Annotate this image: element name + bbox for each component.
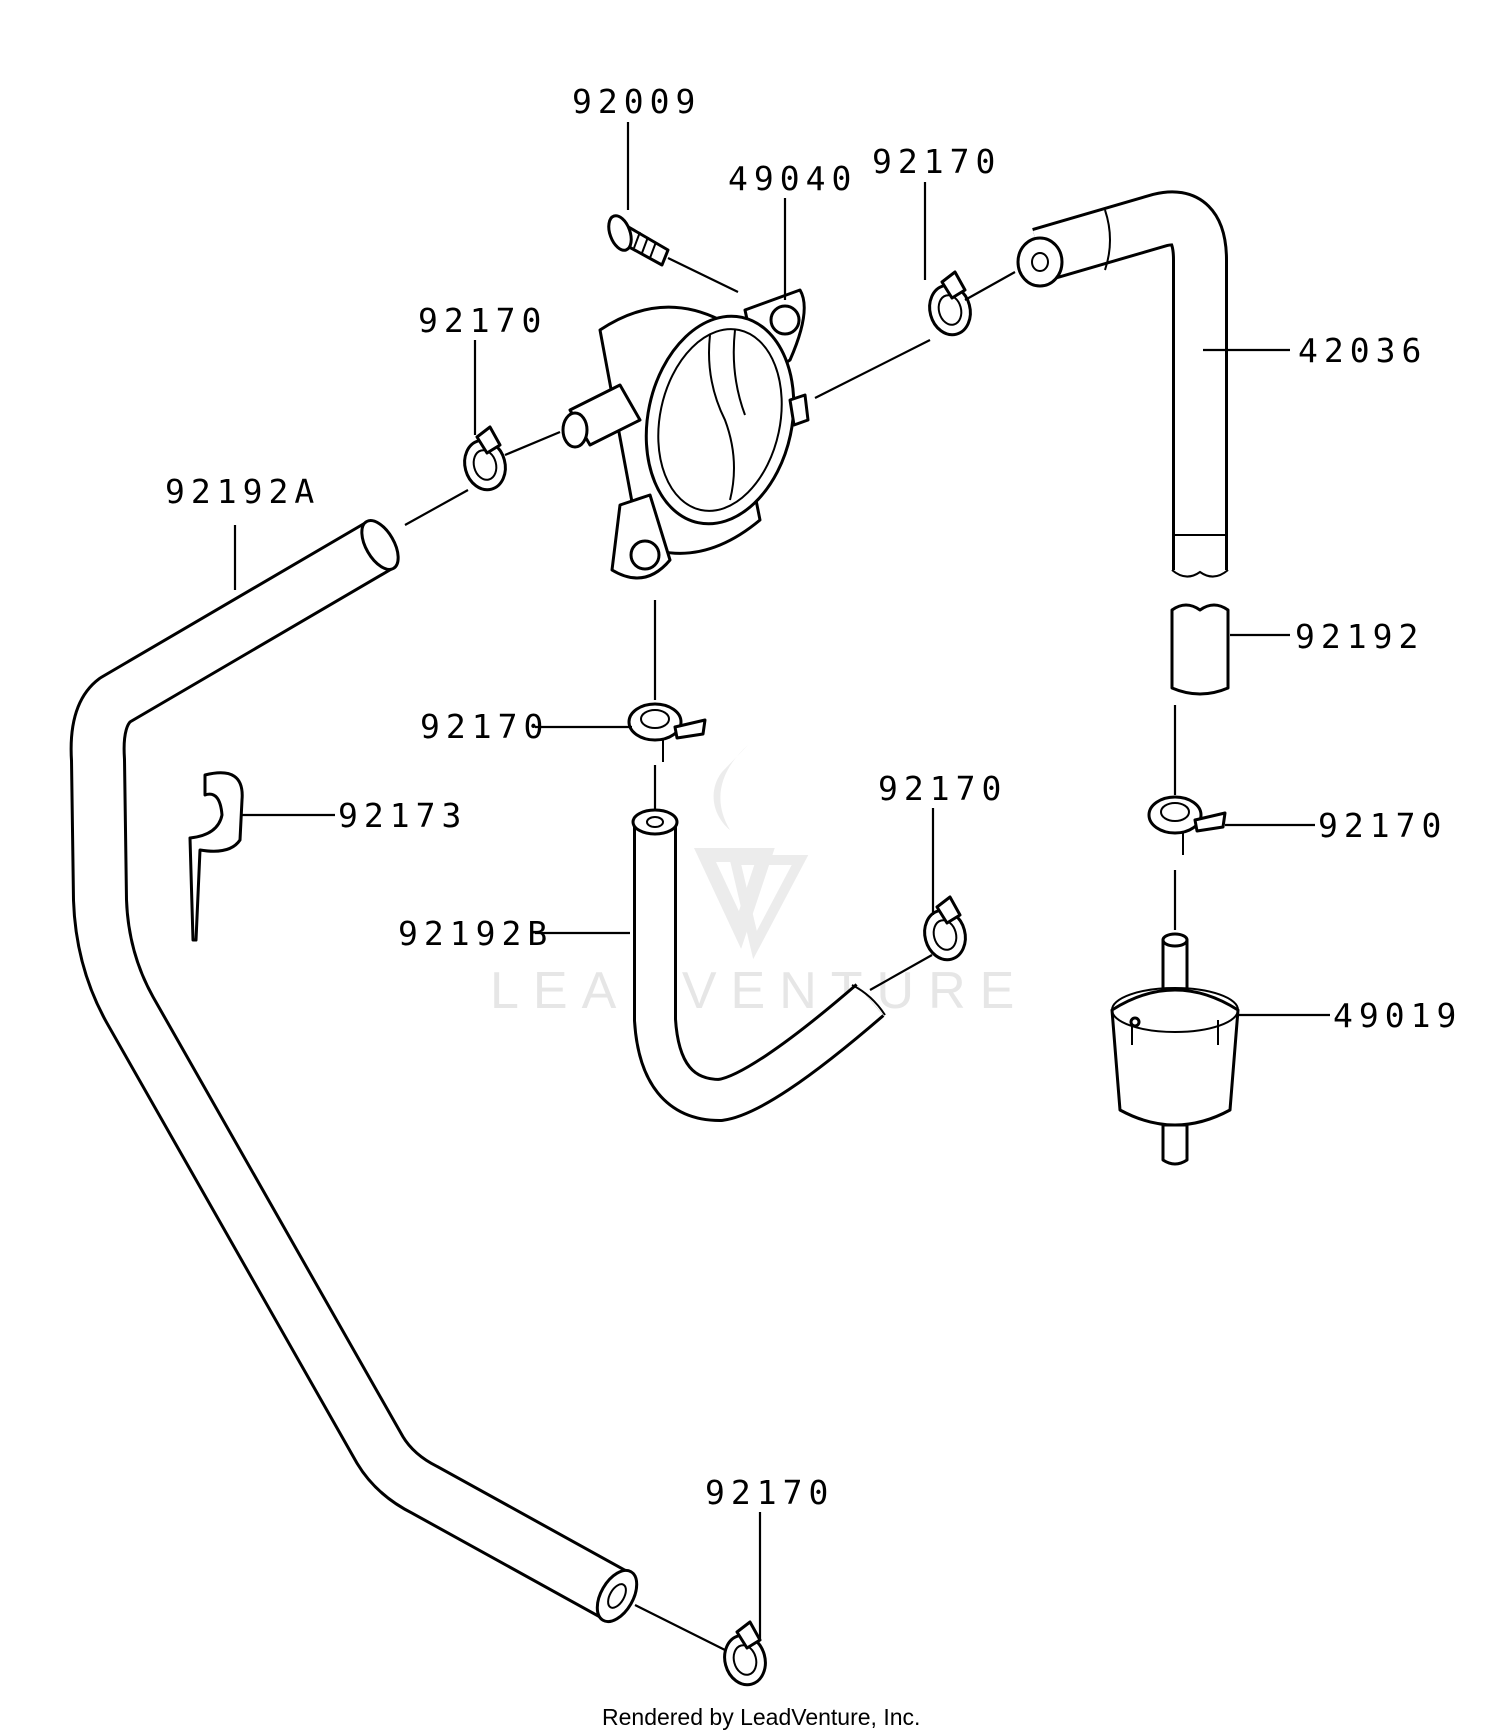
watermark-text: LEADVENTURE (490, 962, 1028, 1020)
label-92192: 92192 (1295, 617, 1424, 656)
clamp-92170-top (928, 270, 972, 337)
clip-92173 (188, 771, 244, 942)
screw-92009 (607, 214, 670, 267)
label-92170-top: 92170 (872, 142, 1001, 181)
hose-92192b (631, 808, 886, 1122)
label-92173: 92173 (338, 796, 467, 835)
clamp-92170-center (923, 895, 967, 962)
label-42036: 42036 (1298, 331, 1427, 370)
assembly-lines (404, 257, 1177, 1651)
hose-92192a (69, 519, 639, 1624)
clamp-92170-right (1147, 795, 1227, 855)
label-49040: 49040 (728, 159, 857, 198)
watermark-logo: LEADVENTURE (490, 745, 1028, 1020)
label-92192b: 92192B (398, 914, 553, 953)
fuel-cock-49040 (561, 288, 810, 580)
render-credit: Rendered by LeadVenture, Inc. (602, 1704, 920, 1730)
hose-92192 (1170, 603, 1230, 696)
clamp-92170-bottom (723, 1620, 767, 1687)
hose-42036 (1016, 190, 1229, 578)
label-92170-left: 92170 (418, 301, 547, 340)
clamp-92170-left (463, 425, 507, 492)
label-92009: 92009 (572, 82, 701, 121)
fuel-filter-49019 (1110, 932, 1240, 1166)
clamp-92170-mid (627, 702, 707, 762)
part-labels: 92009 49040 92170 42036 92170 92192A 921… (165, 82, 1462, 1512)
leader-lines (233, 122, 1330, 1640)
label-49019: 49019 (1333, 996, 1462, 1035)
label-92170-mid: 92170 (420, 707, 549, 746)
label-92170-center: 92170 (878, 769, 1007, 808)
label-92192a: 92192A (165, 472, 320, 511)
label-92170-right: 92170 (1318, 806, 1447, 845)
label-92170-bottom: 92170 (705, 1473, 834, 1512)
